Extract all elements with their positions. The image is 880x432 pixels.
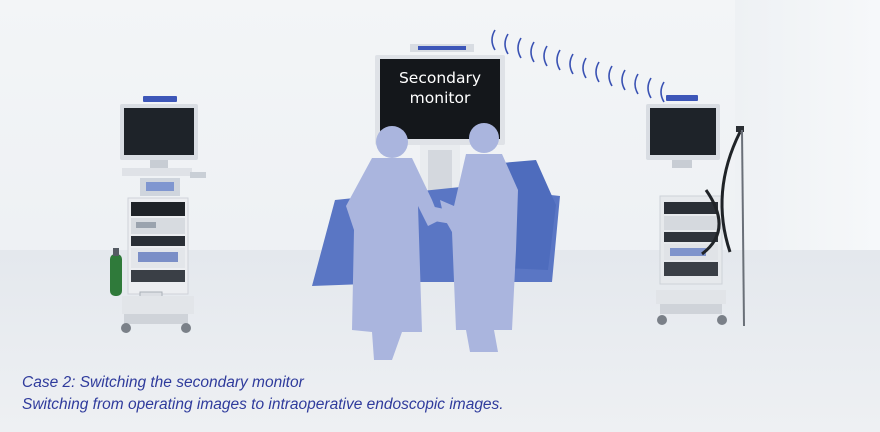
surgeon-silhouettes	[346, 123, 518, 360]
left-equipment-cart	[110, 96, 206, 333]
wireless-signal-waves	[491, 29, 665, 103]
monitor-label-line-2: monitor	[409, 89, 471, 107]
secondary-monitor-label: Secondary monitor	[382, 68, 498, 108]
caption-title: Case 2: Switching the secondary monitor	[22, 374, 304, 391]
caption-description: Switching from operating images to intra…	[22, 396, 504, 413]
right-equipment-cart	[646, 95, 745, 327]
figure-caption: Case 2: Switching the secondary monitor …	[22, 372, 504, 416]
monitor-label-line-1: Secondary	[398, 69, 482, 87]
